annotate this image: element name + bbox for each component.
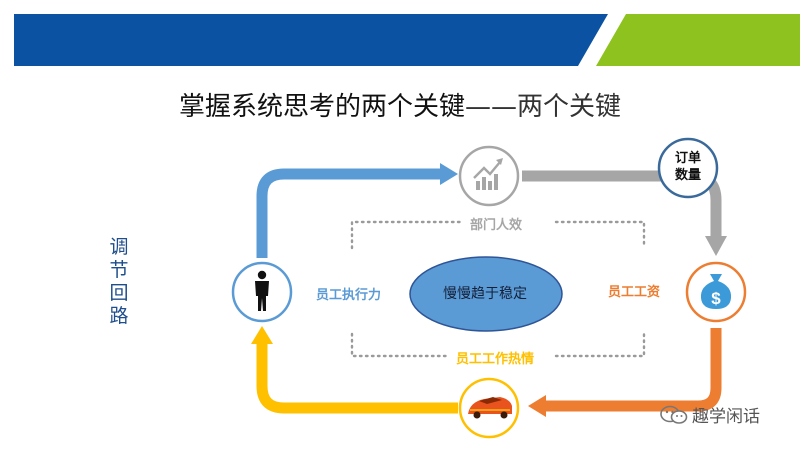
money-bag-icon: $ [685, 261, 747, 323]
label-employee-salary: 员工工资 [608, 285, 661, 300]
chart-trend-up-icon [458, 145, 520, 207]
title-sub: ——两个关键 [465, 92, 622, 122]
dotted-bracket-top-right [554, 220, 646, 250]
page-title: 掌握系统思考的两个关键——两个关键 [0, 86, 800, 123]
side-label-char: 调 [109, 236, 129, 258]
order-count-node [657, 137, 719, 199]
wechat-icon [660, 405, 688, 424]
arrow-orange [528, 328, 722, 417]
order-count-label: 订单 数量 [658, 150, 718, 184]
side-label-char: 路 [109, 305, 129, 327]
label-department-efficiency: 部门人效 [470, 218, 523, 233]
order-count-line1: 订单 [674, 151, 701, 166]
label-employee-execution: 员工执行力 [316, 288, 382, 303]
order-count-line2: 数量 [674, 168, 701, 183]
label-employee-enthusiasm: 员工工作热情 [456, 352, 535, 367]
businessman-icon [231, 261, 293, 323]
banner-blue-band [14, 14, 608, 66]
sports-car-icon [458, 377, 520, 439]
svg-text:$: $ [711, 289, 721, 308]
watermark-text: 趣学闲话 [692, 407, 760, 427]
dotted-bracket-top-left [350, 220, 464, 250]
watermark: 趣学闲话 [660, 402, 760, 427]
arrow-blue [256, 163, 458, 258]
arrow-yellow [251, 326, 458, 414]
side-label: 调 节 回 路 [106, 236, 132, 328]
center-ellipse [409, 256, 563, 332]
dotted-bracket-bottom-right [554, 332, 646, 358]
title-main: 掌握系统思考的两个关键 [178, 92, 465, 122]
side-label-char: 回 [109, 282, 129, 304]
side-label-char: 节 [109, 259, 129, 281]
dotted-bracket-bottom-left [350, 332, 450, 358]
center-label: 慢慢趋于稳定 [443, 286, 527, 302]
dotted-brackets [350, 220, 646, 358]
banner-green-band [596, 14, 800, 66]
header-banner [14, 14, 800, 66]
